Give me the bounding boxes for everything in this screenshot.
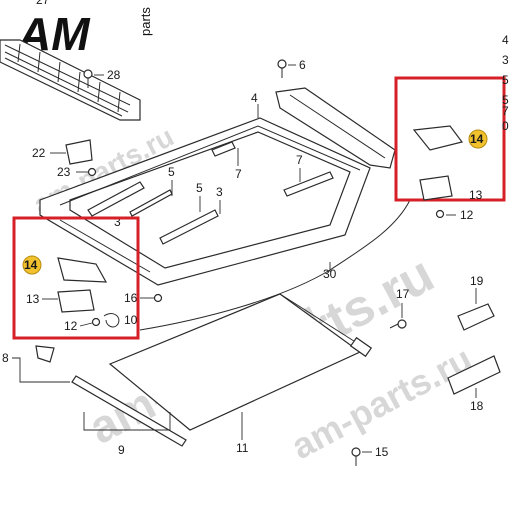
callout-11: 11	[236, 441, 249, 455]
callout-15: 15	[375, 445, 389, 459]
callout-7b: 7	[296, 153, 303, 167]
screw-17	[389, 303, 407, 329]
callout-23: 23	[57, 165, 71, 179]
screw-28	[83, 69, 104, 88]
front-rail	[275, 87, 396, 169]
sunroof-frame	[39, 117, 371, 286]
highlight-box-right	[394, 76, 506, 202]
grease-tube-18	[447, 355, 501, 398]
callout-13a: 13	[469, 188, 483, 202]
callout-8: 8	[2, 351, 9, 365]
clip-8	[12, 345, 70, 383]
callout-14a: 14	[470, 132, 484, 146]
callout-10: 10	[124, 313, 138, 327]
callout-22: 22	[32, 146, 46, 160]
callout-12a: 12	[460, 208, 474, 222]
callout-5b: 5	[196, 181, 203, 195]
callout-4: 4	[251, 91, 258, 105]
callout-5a: 5	[168, 165, 175, 179]
guide-strip	[71, 375, 187, 447]
drain-cable	[139, 199, 411, 331]
edge-label: 4	[502, 33, 509, 47]
callout-16: 16	[124, 291, 138, 305]
callout-6: 6	[299, 58, 306, 72]
callout-3b: 3	[114, 215, 121, 229]
callout-marker	[468, 129, 488, 149]
callout-12b: 12	[64, 319, 78, 333]
callout-marker	[22, 255, 42, 275]
screw-23	[76, 167, 97, 177]
edge-label: 7	[502, 104, 509, 118]
callout-17: 17	[396, 287, 410, 301]
callout-18: 18	[470, 399, 484, 413]
callout-3a: 3	[216, 185, 223, 199]
motor-right	[412, 125, 464, 201]
svg-text:parts: parts	[138, 7, 153, 36]
edge-label: 5	[502, 73, 509, 87]
bracket-22	[50, 139, 93, 165]
callout-7: 7	[235, 167, 242, 181]
grease-tube-19	[457, 288, 495, 331]
screw-12-right	[435, 209, 456, 219]
callout-27: 27	[36, 0, 50, 7]
screw-6	[277, 59, 296, 78]
mesh-panel	[0, 39, 141, 121]
sunshade-blind	[108, 293, 373, 440]
callout-28: 28	[107, 68, 121, 82]
highlight-box-left	[12, 216, 140, 340]
edge-label: 3	[502, 53, 509, 67]
screw-16	[140, 293, 163, 303]
callout-19: 19	[470, 274, 484, 288]
screw-15	[351, 447, 372, 466]
edge-label: 5	[502, 93, 509, 107]
callout-14b: 14	[24, 258, 38, 272]
guide-rails	[87, 141, 334, 245]
edge-label: 0	[502, 119, 509, 133]
callout-9: 9	[118, 443, 125, 457]
callout-13b: 13	[26, 292, 40, 306]
callout-30: 30	[323, 267, 337, 281]
motor-left	[57, 257, 120, 328]
